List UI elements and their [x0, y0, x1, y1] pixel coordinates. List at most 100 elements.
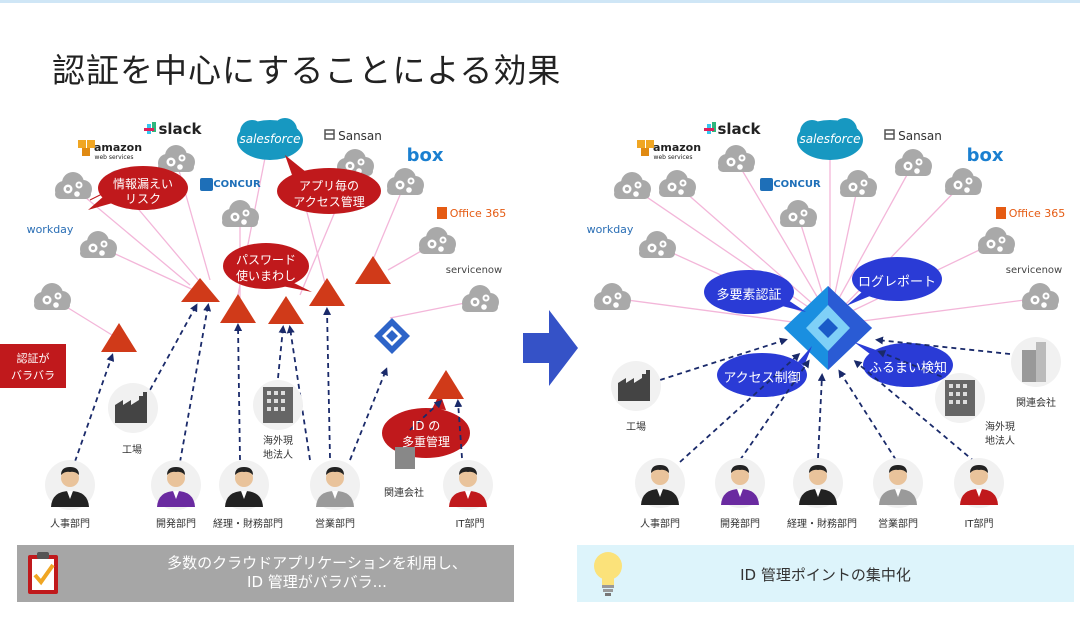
left-bubble-password	[223, 243, 312, 292]
right-bubble-mfa-label: 多要素認証	[716, 288, 782, 303]
left-concur-label: CONCUR	[213, 179, 261, 190]
left-summary-line-1: 多数のクラウドアプリケーションを利用し、	[167, 554, 467, 572]
left-bubble-access-2: アクセス管理	[293, 195, 365, 209]
left-bubble-idmulti-1: ID の	[411, 419, 441, 433]
left-bubble-password-2: 使いまわし	[235, 269, 297, 283]
right-box-label: box	[966, 145, 1004, 166]
left-amazon-logo	[78, 140, 95, 156]
left-bubble-leak-2: リスク	[124, 192, 162, 206]
right-person-it-label: IT部門	[964, 519, 994, 530]
left-box-label: box	[406, 145, 444, 166]
left-slack-mark	[144, 122, 156, 134]
right-slack-mark	[704, 122, 716, 134]
left-amazon-sub: web services	[94, 154, 134, 161]
left-concur-mark	[200, 178, 213, 191]
page-title: 認証を中心にすることによる効果	[52, 51, 562, 90]
left-servicenow-label: servicenow	[445, 265, 503, 276]
right-sansan-mark	[884, 129, 895, 140]
right-person-finance-label: 経理・財務部門	[787, 519, 857, 530]
right-slack-label: slack	[717, 120, 761, 138]
left-summary-line-2: ID 管理がバラバラ...	[247, 573, 387, 591]
right-clouds	[594, 145, 1059, 310]
right-office-mark	[996, 207, 1006, 219]
right-person-dev	[715, 458, 765, 508]
left-person-finance	[219, 460, 269, 510]
left-person-sales-label: 営業部門	[315, 519, 355, 530]
right-place-overseas-2: 地法人	[985, 436, 1015, 447]
right-person-sales-label: 営業部門	[878, 519, 918, 530]
right-person-dev-label: 開発部門	[720, 519, 760, 530]
right-summary-bar: ID 管理ポイントの集中化	[577, 545, 1074, 602]
left-sansan-mark	[324, 129, 335, 140]
right-office-label: Office 365	[1008, 207, 1066, 220]
left-person-dev	[151, 460, 201, 510]
left-office-mark	[437, 207, 447, 219]
lightbulb-icon	[594, 552, 622, 596]
right-person-hr-label: 人事部門	[640, 519, 680, 530]
left-amazon-label: amazon	[93, 141, 143, 154]
left-identity-icon	[374, 318, 410, 354]
left-warning-triangles	[101, 256, 464, 399]
right-factory-icon	[611, 361, 661, 411]
right-bubble-logreport-label: ログレポート	[857, 275, 937, 290]
right-amazon-sub: web services	[653, 154, 693, 161]
left-slack-label: slack	[158, 120, 202, 138]
left-auth-scattered-2: バラバラ	[11, 369, 55, 382]
left-place-overseas-1: 海外現	[263, 436, 293, 447]
left-workday-label: workday	[26, 223, 74, 236]
clipboard-check-icon	[28, 552, 58, 594]
right-people	[635, 458, 1004, 508]
right-salesforce-label: salesforce	[799, 132, 861, 146]
top-accent-line	[0, 0, 1080, 3]
left-bubble-access	[277, 155, 381, 214]
right-bubble-mfa	[704, 270, 806, 314]
right-arrows	[659, 336, 1011, 463]
right-sansan-label: Sansan	[898, 129, 942, 143]
left-auth-scattered-1: 認証が	[16, 352, 50, 365]
left-bubble-leak-1: 情報漏えい	[112, 177, 174, 191]
right-bubble-logreport	[846, 257, 942, 306]
left-place-overseas-2: 地法人	[263, 450, 293, 461]
left-person-hr-label: 人事部門	[50, 519, 90, 530]
left-office-label: Office 365	[449, 207, 507, 220]
right-person-it	[954, 458, 1004, 508]
right-amazon-label: amazon	[652, 141, 702, 154]
left-bubble-password-1: パスワード	[235, 253, 297, 267]
right-place-related: 関連会社	[1016, 398, 1056, 409]
right-salesforce-cloud	[797, 118, 863, 160]
right-related-company-icon	[1011, 337, 1061, 387]
left-person-it-label: IT部門	[455, 519, 485, 530]
right-concur-mark	[760, 178, 773, 191]
right-bubble-access	[717, 346, 812, 397]
right-concur-label: CONCUR	[773, 179, 821, 190]
left-building-icon	[253, 380, 303, 430]
left-auth-scattered-box	[0, 344, 66, 388]
left-person-finance-label: 経理・財務部門	[213, 519, 283, 530]
left-place-related: 関連会社	[384, 488, 424, 499]
transition-arrow	[523, 310, 578, 386]
left-salesforce-label: salesforce	[239, 132, 301, 146]
central-identity-icon	[784, 286, 872, 370]
right-amazon-logo	[637, 140, 654, 156]
left-place-factory: 工場	[122, 445, 142, 456]
left-factory-icon	[108, 383, 158, 433]
left-bubble-leak	[88, 166, 188, 210]
right-servicenow-label: servicenow	[1005, 265, 1063, 276]
left-people	[45, 460, 493, 510]
right-building-icon	[935, 373, 985, 423]
right-place-overseas-1: 海外現	[985, 422, 1015, 433]
left-sansan-label: Sansan	[338, 129, 382, 143]
right-workday-label: workday	[586, 223, 634, 236]
left-related-company-icon	[395, 447, 415, 469]
right-place-factory: 工場	[626, 422, 646, 433]
left-panel	[0, 118, 578, 510]
right-bubble-behavior-label: ふるまい検知	[868, 361, 948, 376]
right-person-finance	[793, 458, 843, 508]
right-summary-text: ID 管理ポイントの集中化	[740, 566, 911, 584]
left-person-sales	[310, 460, 360, 510]
right-person-hr	[635, 458, 685, 508]
left-person-dev-label: 開発部門	[156, 519, 196, 530]
left-summary-text: 多数のクラウドアプリケーションを利用し、 ID 管理がバラバラ...	[127, 554, 507, 592]
left-bubble-idmulti-2: 多重管理	[401, 435, 451, 449]
